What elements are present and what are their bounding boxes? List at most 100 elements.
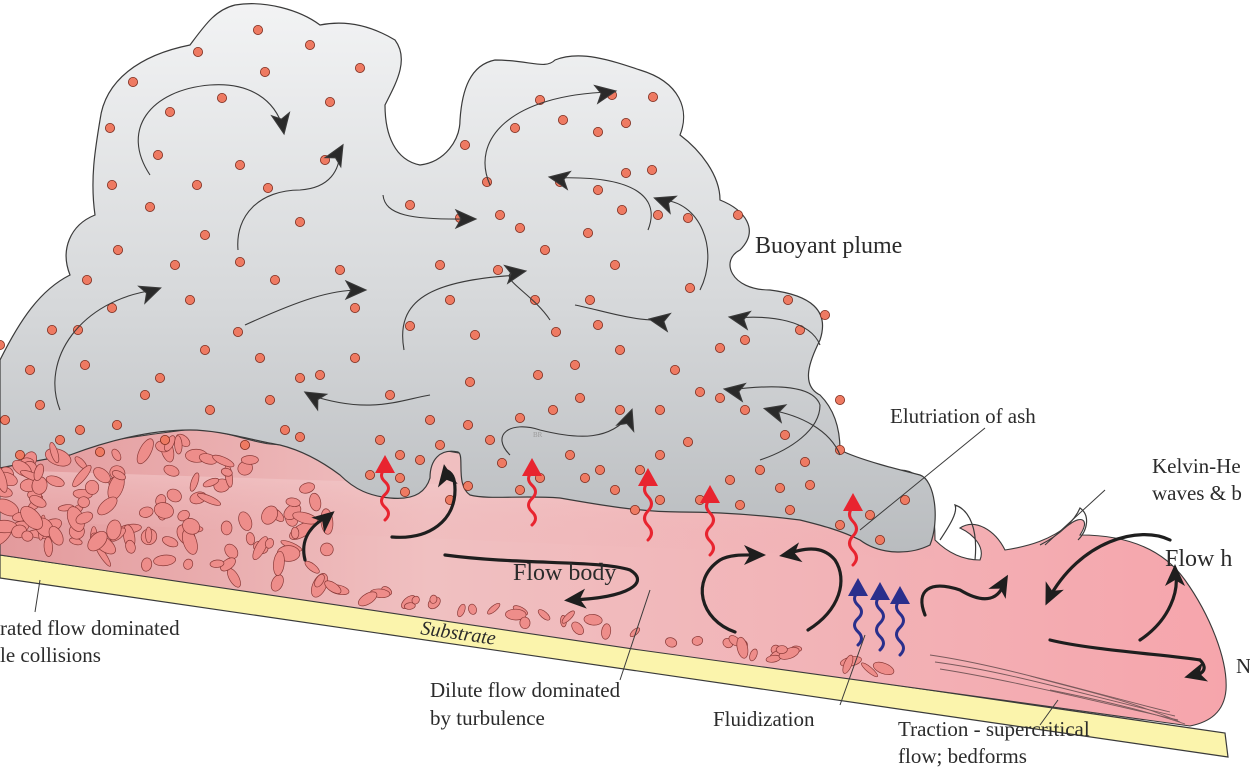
- plume-arrowhead: [615, 408, 635, 433]
- clast: [842, 654, 854, 674]
- flow-arrowhead: [1045, 581, 1064, 606]
- clast: [77, 496, 90, 508]
- ash-particle: [494, 209, 505, 220]
- ash-particle: [364, 469, 375, 480]
- elutriation-arrow-shaft: [643, 480, 653, 542]
- ash-particle: [374, 434, 385, 445]
- ash-particle: [464, 376, 475, 387]
- clast: [537, 609, 551, 621]
- clast: [33, 463, 44, 481]
- clast: [583, 614, 603, 626]
- ash-particle: [294, 372, 305, 383]
- ash-particle: [484, 434, 495, 445]
- ash-particle: [775, 482, 786, 493]
- clast: [299, 482, 315, 494]
- clast: [629, 627, 641, 638]
- clast: [775, 645, 788, 654]
- ash-particle: [169, 259, 180, 270]
- plume-swirl-line: [237, 149, 341, 251]
- ash-particle: [349, 352, 360, 363]
- label-concentrated-line2: le collisions: [0, 643, 101, 667]
- label-kelvin-helmholtz-line1: Kelvin-He: [1152, 454, 1241, 478]
- clast: [106, 519, 122, 541]
- ash-particle: [593, 319, 604, 330]
- clast: [270, 574, 284, 592]
- ash-particle: [653, 209, 664, 220]
- ash-particle: [234, 159, 245, 170]
- elutriation-arrow-head: [843, 493, 863, 511]
- clast: [111, 448, 122, 461]
- ash-particle: [615, 344, 626, 355]
- ash-particle: [107, 302, 118, 313]
- plume-circulation-arrows: [54, 84, 841, 461]
- clast: [197, 493, 222, 506]
- label-concentrated-line1: rated flow dominated: [0, 616, 180, 640]
- ash-particle: [783, 294, 794, 305]
- ash-particle: [621, 167, 632, 178]
- ash-particle: [740, 404, 751, 415]
- clast: [85, 479, 100, 495]
- plume-swirl-line: [137, 84, 284, 176]
- clast: [0, 466, 8, 493]
- clast: [261, 505, 279, 525]
- plume-swirl-line: [574, 304, 656, 321]
- clast: [162, 536, 179, 548]
- flow-arrowhead: [1165, 564, 1185, 586]
- ash-particle: [593, 127, 604, 138]
- ash-particle: [191, 179, 202, 190]
- ash-particle: [533, 369, 544, 380]
- ash-particle: [820, 309, 831, 320]
- ash-particle: [755, 464, 766, 475]
- flow-swirl-line: [443, 553, 640, 602]
- clast: [429, 594, 438, 604]
- label-elutriation: Elutriation of ash: [890, 404, 1036, 428]
- clast: [49, 442, 60, 464]
- ash-particle: [314, 369, 325, 380]
- flow-circulation-arrows: [302, 464, 1209, 682]
- clast: [153, 554, 177, 567]
- clast: [20, 506, 43, 530]
- plume-arrowhead: [270, 111, 291, 136]
- clast: [561, 610, 575, 624]
- elutriation-arrows: [375, 455, 863, 567]
- clast: [212, 454, 235, 468]
- ash-particle: [269, 274, 280, 285]
- clast: [357, 591, 378, 607]
- ash-particle: [279, 424, 290, 435]
- plume-arrowhead: [454, 208, 478, 230]
- ash-particle: [304, 40, 315, 51]
- ash-particle: [583, 227, 594, 238]
- label-flow-body: Flow body: [513, 560, 616, 586]
- ash-particle: [585, 294, 596, 305]
- plume-arrowhead: [344, 279, 368, 301]
- ash-particle: [95, 446, 106, 457]
- ash-particle: [404, 320, 415, 331]
- plume-swirl-line: [54, 289, 156, 411]
- ash-particle: [154, 372, 165, 383]
- clast: [736, 636, 749, 659]
- ash-particle: [384, 389, 395, 400]
- fluidization-arrow-shaft: [895, 598, 905, 657]
- plume-arrowhead: [727, 310, 752, 331]
- plume-arrowhead: [323, 143, 344, 169]
- ash-particles: [0, 24, 911, 546]
- ash-particle: [835, 394, 846, 405]
- ash-particle: [575, 392, 586, 403]
- ash-particle: [462, 480, 473, 491]
- plume-arrowhead: [303, 391, 329, 412]
- ash-particle: [105, 123, 116, 134]
- ash-particle: [254, 352, 265, 363]
- plume-swirl-line: [659, 199, 709, 291]
- ash-particle: [0, 414, 10, 425]
- ash-particle: [199, 229, 210, 240]
- clast: [182, 518, 201, 535]
- clast: [273, 550, 285, 576]
- ash-particle: [496, 457, 507, 468]
- clast: [411, 595, 420, 605]
- ash-particle: [404, 199, 415, 210]
- ash-particle: [192, 47, 203, 58]
- clast: [320, 542, 334, 557]
- ash-particle: [127, 77, 138, 88]
- ash-particle: [112, 419, 123, 430]
- ash-particle: [593, 184, 604, 195]
